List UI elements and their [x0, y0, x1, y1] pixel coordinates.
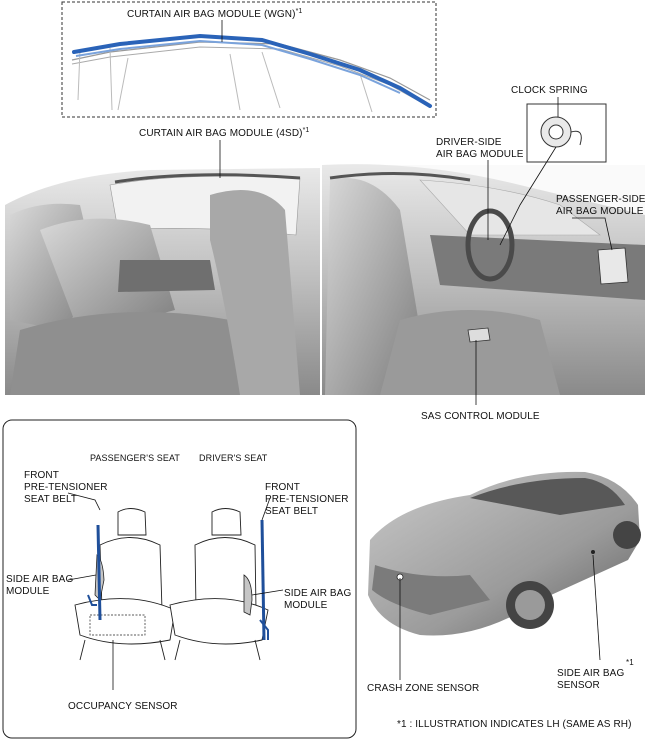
- label-side-airbag-left-line1: SIDE AIR BAG: [6, 574, 74, 585]
- label-driver-side-line1: DRIVER-SIDE: [436, 137, 502, 148]
- label-front-pretensioner-right-line2: PRE-TENSIONER: [265, 494, 349, 505]
- label-side-sensor-note-mark: *1: [626, 658, 634, 667]
- label-side-airbag-right-line1: SIDE AIR BAG: [284, 588, 352, 599]
- clock-spring-inset: [499, 103, 607, 246]
- wgn-inset: [61, 1, 437, 118]
- label-side-airbag-sensor-line1: SIDE AIR BAG: [557, 668, 625, 679]
- label-front-pretensioner-left-line1: FRONT: [24, 470, 59, 481]
- label-front-pretensioner-right-line3: SEAT BELT: [265, 506, 319, 517]
- label-front-pretensioner-left-line3: SEAT BELT: [24, 494, 78, 505]
- footnote: *1 : ILLUSTRATION INDICATES LH (SAME AS …: [397, 719, 632, 730]
- label-passengers-seat: PASSENGER'S SEAT: [90, 453, 181, 463]
- label-passenger-side-line2: AIR BAG MODULE: [556, 206, 644, 217]
- label-occupancy-sensor: OCCUPANCY SENSOR: [68, 701, 178, 712]
- leader-lines: [67, 20, 613, 690]
- label-curtain-wgn: CURTAIN AIR BAG MODULE (WGN)*1: [127, 8, 303, 20]
- label-front-pretensioner-left-line2: PRE-TENSIONER: [24, 482, 108, 493]
- label-drivers-seat: DRIVER'S SEAT: [199, 453, 268, 463]
- front-interior-image: [322, 164, 645, 395]
- label-clock-spring: CLOCK SPRING: [511, 85, 588, 96]
- rear-interior-image: [5, 168, 320, 395]
- label-side-airbag-left-line2: MODULE: [6, 586, 50, 597]
- label-side-airbag-right-line2: MODULE: [284, 600, 328, 611]
- label-front-pretensioner-right-line1: FRONT: [265, 482, 300, 493]
- label-driver-side-line2: AIR BAG MODULE: [436, 149, 524, 160]
- label-side-airbag-sensor-line2: SENSOR: [557, 680, 600, 691]
- car-image: [368, 471, 641, 636]
- label-passenger-side-line1: PASSENGER-SIDE: [556, 194, 646, 205]
- label-sas-control-module: SAS CONTROL MODULE: [421, 411, 540, 422]
- label-crash-zone-sensor: CRASH ZONE SENSOR: [367, 683, 480, 694]
- label-curtain-4sd: CURTAIN AIR BAG MODULE (4SD)*1: [139, 127, 310, 139]
- seats-box: [2, 419, 357, 739]
